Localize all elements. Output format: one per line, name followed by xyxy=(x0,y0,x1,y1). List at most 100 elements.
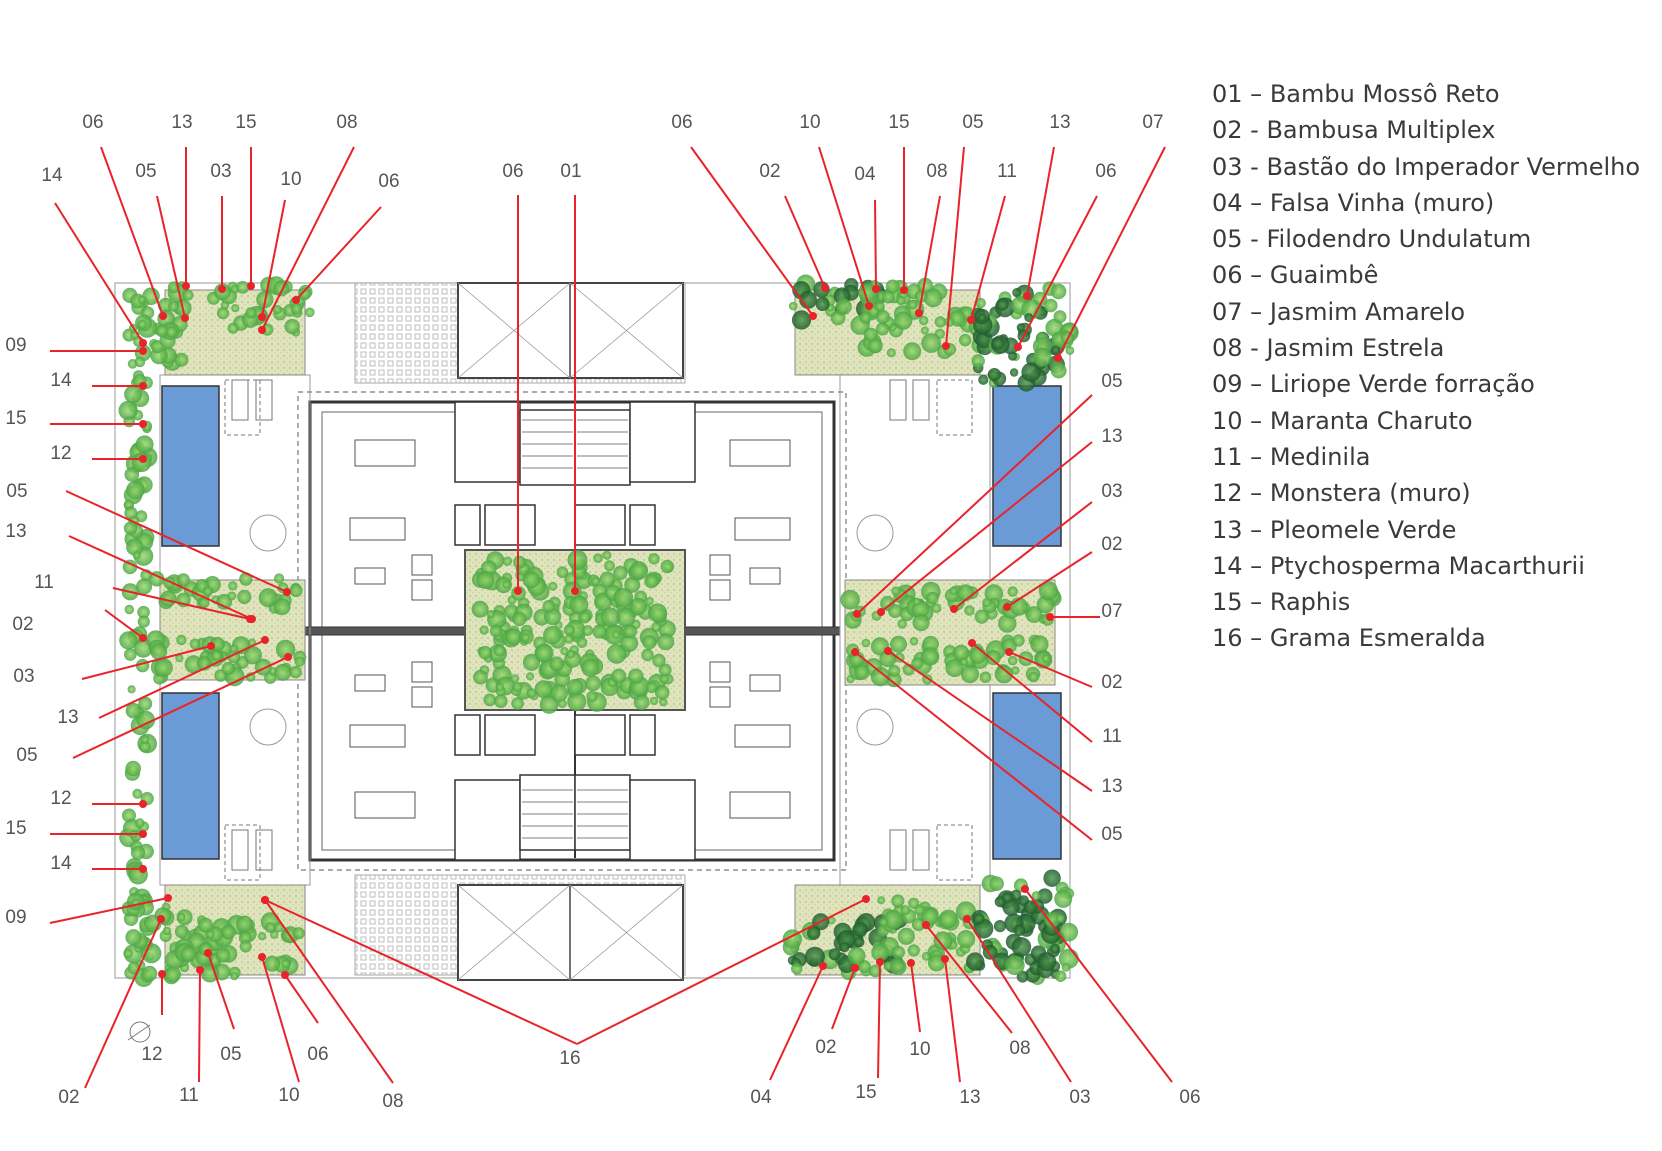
foliage-blob xyxy=(1011,666,1020,675)
foliage-blob xyxy=(921,333,941,353)
foliage-blob xyxy=(526,672,535,681)
leader-line xyxy=(856,394,1093,615)
leader-line xyxy=(1017,195,1098,348)
leader-line xyxy=(81,645,212,680)
foliage-blob xyxy=(1012,288,1022,298)
leader-dot xyxy=(514,587,522,595)
foliage-blob xyxy=(659,674,670,684)
foliage-blob xyxy=(869,964,882,978)
foliage-blob xyxy=(479,625,489,635)
foliage-blob xyxy=(911,657,924,670)
foliage-blob xyxy=(582,625,593,636)
leader-dot xyxy=(1014,343,1022,351)
leader-dot xyxy=(218,285,226,293)
foliage-blob xyxy=(835,298,852,315)
callout-label: 14 xyxy=(50,370,72,391)
leader-dot xyxy=(963,915,971,923)
foliage-blob xyxy=(909,636,919,646)
foliage-blob xyxy=(912,597,921,606)
pools xyxy=(161,385,1062,860)
foliage-blob xyxy=(175,654,184,663)
foliage-blob xyxy=(543,626,562,645)
leader-line xyxy=(945,146,965,347)
foliage-blob xyxy=(648,603,668,623)
foliage-blob xyxy=(871,943,889,962)
callout-label: 09 xyxy=(5,335,26,356)
leader-line xyxy=(784,195,826,289)
foliage-blob xyxy=(1061,963,1071,972)
foliage-blob xyxy=(807,926,821,940)
foliage-blob xyxy=(140,735,150,744)
foliage-blob xyxy=(599,571,616,588)
callout-label: 15 xyxy=(5,408,26,429)
leader-line xyxy=(1024,888,1173,1083)
foliage-blob xyxy=(289,583,303,598)
leader-line xyxy=(877,961,881,1079)
foliage-blob xyxy=(931,603,942,613)
foliage-blob xyxy=(629,597,647,616)
foliage-blob xyxy=(534,643,554,663)
foliage-blob xyxy=(879,917,888,927)
foliage-blob xyxy=(874,301,885,312)
legend-item: 14 – Ptychosperma Macarthurii xyxy=(1212,551,1585,580)
foliage-blob xyxy=(177,913,186,922)
leader-dot xyxy=(877,608,885,616)
foliage-blob xyxy=(973,913,985,925)
foliage-blob xyxy=(141,943,162,964)
foliage-blob xyxy=(891,586,901,596)
foliage-blob xyxy=(237,589,252,605)
leader-dot xyxy=(139,420,147,428)
callout-label: 06 xyxy=(502,161,523,182)
callout-label: 05 xyxy=(1101,824,1122,845)
legend-item: 08 - Jasmim Estrela xyxy=(1212,334,1445,363)
callout-label: 08 xyxy=(1009,1038,1030,1059)
leader-dot xyxy=(164,894,172,902)
callout-label: 15 xyxy=(5,818,26,839)
foliage-blob xyxy=(613,565,628,581)
foliage-blob xyxy=(136,710,155,730)
foliage-blob xyxy=(495,683,505,692)
leader-line xyxy=(104,609,144,639)
callout-label: 02 xyxy=(1101,672,1122,693)
callout-label: 15 xyxy=(888,112,909,133)
foliage-blob xyxy=(473,669,488,685)
foliage-blob xyxy=(593,553,603,563)
foliage-blob xyxy=(891,894,905,908)
foliage-blob xyxy=(945,658,964,678)
callout-label: 04 xyxy=(750,1087,772,1108)
callout-label: 07 xyxy=(1101,601,1122,622)
foliage-blob xyxy=(549,656,565,672)
foliage-blob xyxy=(493,644,506,657)
leader-line xyxy=(54,202,144,344)
foliage-blob xyxy=(202,586,213,597)
callout-label: 05 xyxy=(220,1044,241,1065)
leader-line xyxy=(98,639,266,719)
foliage-blob xyxy=(272,304,282,315)
leader-dot xyxy=(261,636,269,644)
foliage-blob xyxy=(591,576,601,586)
callout-label: 02 xyxy=(1101,534,1122,555)
callout-label: 06 xyxy=(82,112,103,133)
leader-line xyxy=(207,952,235,1030)
foliage-blob xyxy=(1037,888,1053,904)
leader-line xyxy=(65,490,288,593)
leader-line xyxy=(880,441,1093,613)
foliage-blob xyxy=(641,648,654,662)
legend-item: 10 – Maranta Charuto xyxy=(1212,406,1473,435)
leader-dot xyxy=(157,915,165,923)
foliage-blob xyxy=(654,685,670,700)
foliage-blob xyxy=(886,348,896,358)
foliage-blob xyxy=(642,635,657,650)
foliage-blob xyxy=(991,336,1005,350)
leader-line xyxy=(831,967,856,1030)
foliage-blob xyxy=(987,368,1002,382)
legend-item: 15 – Raphis xyxy=(1212,588,1351,617)
leader-line xyxy=(910,962,921,1033)
callout-label: 16 xyxy=(559,1048,580,1069)
foliage-blob xyxy=(521,633,530,642)
foliage-blob xyxy=(141,965,158,982)
foliage-blob xyxy=(265,922,276,933)
leader-dot xyxy=(884,647,892,655)
foliage-blob xyxy=(511,697,524,710)
leader-dot xyxy=(967,316,975,324)
